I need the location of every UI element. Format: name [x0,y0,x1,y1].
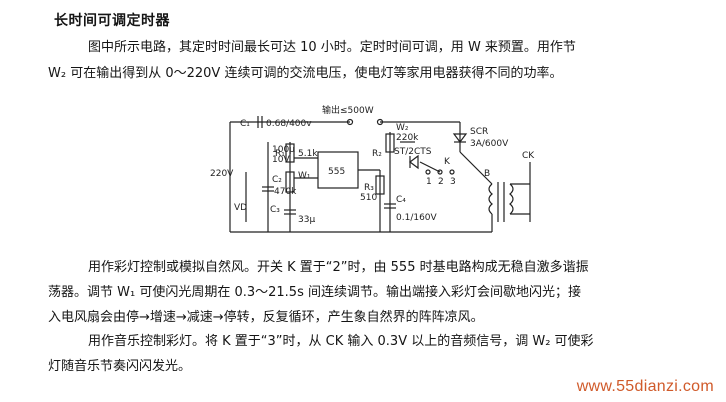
label-r3-value: 510 [360,193,377,203]
label-220v: 220V [210,169,234,179]
label-pos-2: 2 [438,177,444,187]
paragraph-2-line-1: 用作彩灯控制或模拟自然风。开关 K 置于“2”时，由 555 时基电路构成无稳自… [88,260,589,275]
label-c1-value: 0.68/400v [266,119,312,129]
article-title: 长时间可调定时器 [54,13,170,29]
paragraph-2-line-3: 入电风扇会由停→增速→减速→停转，反复循环，产生象自然界的阵阵凉风。 [48,310,484,325]
circuit-diagram: 输出≤500W C₁ 0.68/400v 100μ 10V C₂ 220V R₁… [210,104,535,233]
paragraph-1-line-1: 图中所示电路，其定时时间最长可达 10 小时。定时时间可调，用 W 来预置。用作… [88,40,576,55]
label-w1: W₁ [298,171,311,181]
label-ic-555: 555 [328,167,345,177]
label-w1-value: 470k [274,187,297,197]
label-vd: VD [234,203,247,213]
label-c3-value: 33μ [298,215,315,225]
label-ck: CK [522,151,535,161]
label-c2-top: 100μ [272,145,295,155]
label-scr: SCR [470,127,488,137]
label-k: K [444,157,451,167]
label-r2: R₂ [372,149,382,159]
label-c4: C₄ [396,195,406,205]
watermark: www.55dianzi.com [576,378,714,395]
label-r3: R₃ [364,183,374,193]
label-r1: R₁ [275,149,285,159]
label-pos-1: 1 [426,177,432,187]
label-c2-mid: 10V [272,155,290,165]
paragraph-3-line-2: 灯随音乐节奏闪闪发光。 [48,359,192,374]
label-r1-value: 5.1k [298,149,318,159]
label-scr-value: 3A/600V [470,139,509,149]
circuit-wires [229,116,531,233]
paragraph-1-line-2: W₂ 可在输出得到从 0～220V 连续可调的交流电压，使电灯等家用电器获得不同… [48,66,563,81]
label-w2-value: 220k [396,133,419,143]
paragraph-3-line-1: 用作音乐控制彩灯。将 K 置于“3”时，从 CK 输入 0.3V 以上的音频信号… [88,334,594,349]
label-c4-value: 0.1/160V [396,213,438,223]
label-c1: C₁ [240,119,250,129]
label-b: B [484,169,490,179]
paragraph-2-line-2: 荡器。调节 W₁ 可使闪光周期在 0.3～21.5s 间连续调节。输出端接入彩灯… [48,285,581,300]
label-w2: W₂ [396,123,409,133]
label-st: ST/2CTS [394,147,432,157]
label-output: 输出≤500W [322,104,374,116]
label-c3: C₃ [270,205,280,215]
label-pos-3: 3 [450,177,456,187]
label-c2: C₂ [272,175,282,185]
